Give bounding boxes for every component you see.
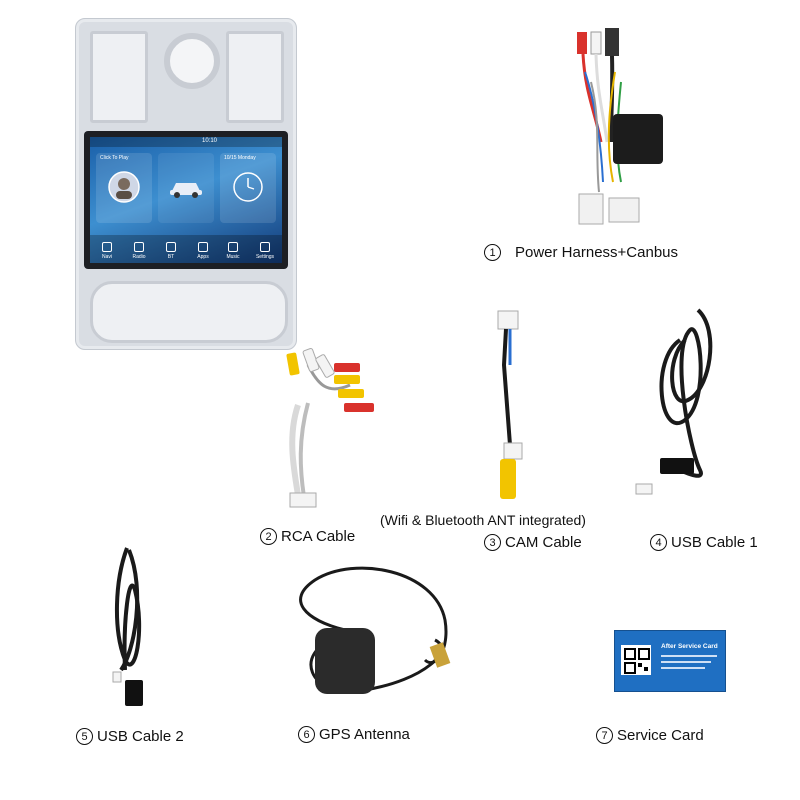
caption-power-harness: 1 Power Harness+Canbus: [484, 244, 678, 261]
head-unit-image: 10:10 Click To Play 10/15 Monday: [75, 18, 297, 350]
usb-cable-2-image: [112, 547, 143, 706]
item-number: 3: [484, 534, 501, 551]
wifi-bluetooth-note: (Wifi & Bluetooth ANT integrated): [380, 512, 586, 528]
caption-rca-cable: 2 RCA Cable: [260, 528, 355, 545]
caption-gps-antenna: 6 GPS Antenna: [298, 726, 410, 743]
item-label: CAM Cable: [505, 534, 582, 551]
item-label: RCA Cable: [281, 528, 356, 545]
car-icon: [170, 183, 202, 198]
android-home-screen: 10:10 Click To Play 10/15 Monday: [90, 137, 282, 263]
rca-cable-image: [286, 348, 374, 508]
dock-item-settings[interactable]: Settings: [252, 242, 278, 260]
status-bar: 10:10: [90, 137, 282, 147]
clock-widget: 10/15 Monday: [220, 153, 276, 223]
dock-item-music[interactable]: Music: [220, 242, 246, 260]
clock-widget-date: 10/15 Monday: [224, 155, 256, 161]
item-label: Power Harness+Canbus: [515, 244, 679, 261]
service-card-title: After Service Card: [661, 643, 718, 650]
cam-cable-image: [497, 310, 523, 499]
caption-usb-cable-2: 5 USB Cable 2: [76, 728, 184, 745]
caption-usb-cable-1: 4 USB Cable 1: [650, 534, 758, 551]
screen-bezel: 10:10 Click To Play 10/15 Monday: [84, 131, 288, 269]
item-number: 4: [650, 534, 667, 551]
radio-icon: [134, 242, 144, 252]
app-dock: Navi Radio BT Apps Music Settings: [90, 235, 282, 263]
power-harness-image: [577, 28, 663, 225]
navigation-icon: [102, 242, 112, 252]
music-widget: Click To Play: [96, 153, 152, 223]
analog-clock-icon: [233, 172, 263, 202]
bluetooth-icon: [166, 242, 176, 252]
item-number: 7: [596, 727, 613, 744]
music-widget-label: Click To Play: [100, 155, 129, 161]
car-widget: [158, 153, 214, 223]
item-label: GPS Antenna: [319, 726, 410, 743]
item-number: 1: [484, 244, 501, 261]
qr-code-icon: [621, 645, 651, 675]
caption-cam-cable: 3 CAM Cable: [484, 534, 582, 551]
album-art-icon: [108, 171, 140, 203]
item-label: USB Cable 1: [671, 534, 758, 551]
dock-item-apps[interactable]: Apps: [190, 242, 216, 260]
clock-opening: [164, 33, 220, 89]
item-number: 5: [76, 728, 93, 745]
status-time: 10:10: [202, 138, 218, 144]
gps-antenna-image: [299, 566, 451, 694]
item-number: 2: [260, 528, 277, 545]
caption-service-card: 7 Service Card: [596, 727, 704, 744]
usb-cable-1-image: [635, 308, 713, 495]
settings-icon: [260, 242, 270, 252]
dock-item-navi[interactable]: Navi: [94, 242, 120, 260]
item-label: USB Cable 2: [97, 728, 184, 745]
item-label: Service Card: [617, 727, 704, 744]
left-air-vent: [90, 31, 148, 123]
right-air-vent: [226, 31, 284, 123]
dock-item-radio[interactable]: Radio: [126, 242, 152, 260]
apps-icon: [198, 242, 208, 252]
climate-control-opening: [90, 281, 288, 343]
item-number: 6: [298, 726, 315, 743]
service-card-image: After Service Card: [614, 630, 726, 692]
music-icon: [228, 242, 238, 252]
dock-item-bt[interactable]: BT: [158, 242, 184, 260]
